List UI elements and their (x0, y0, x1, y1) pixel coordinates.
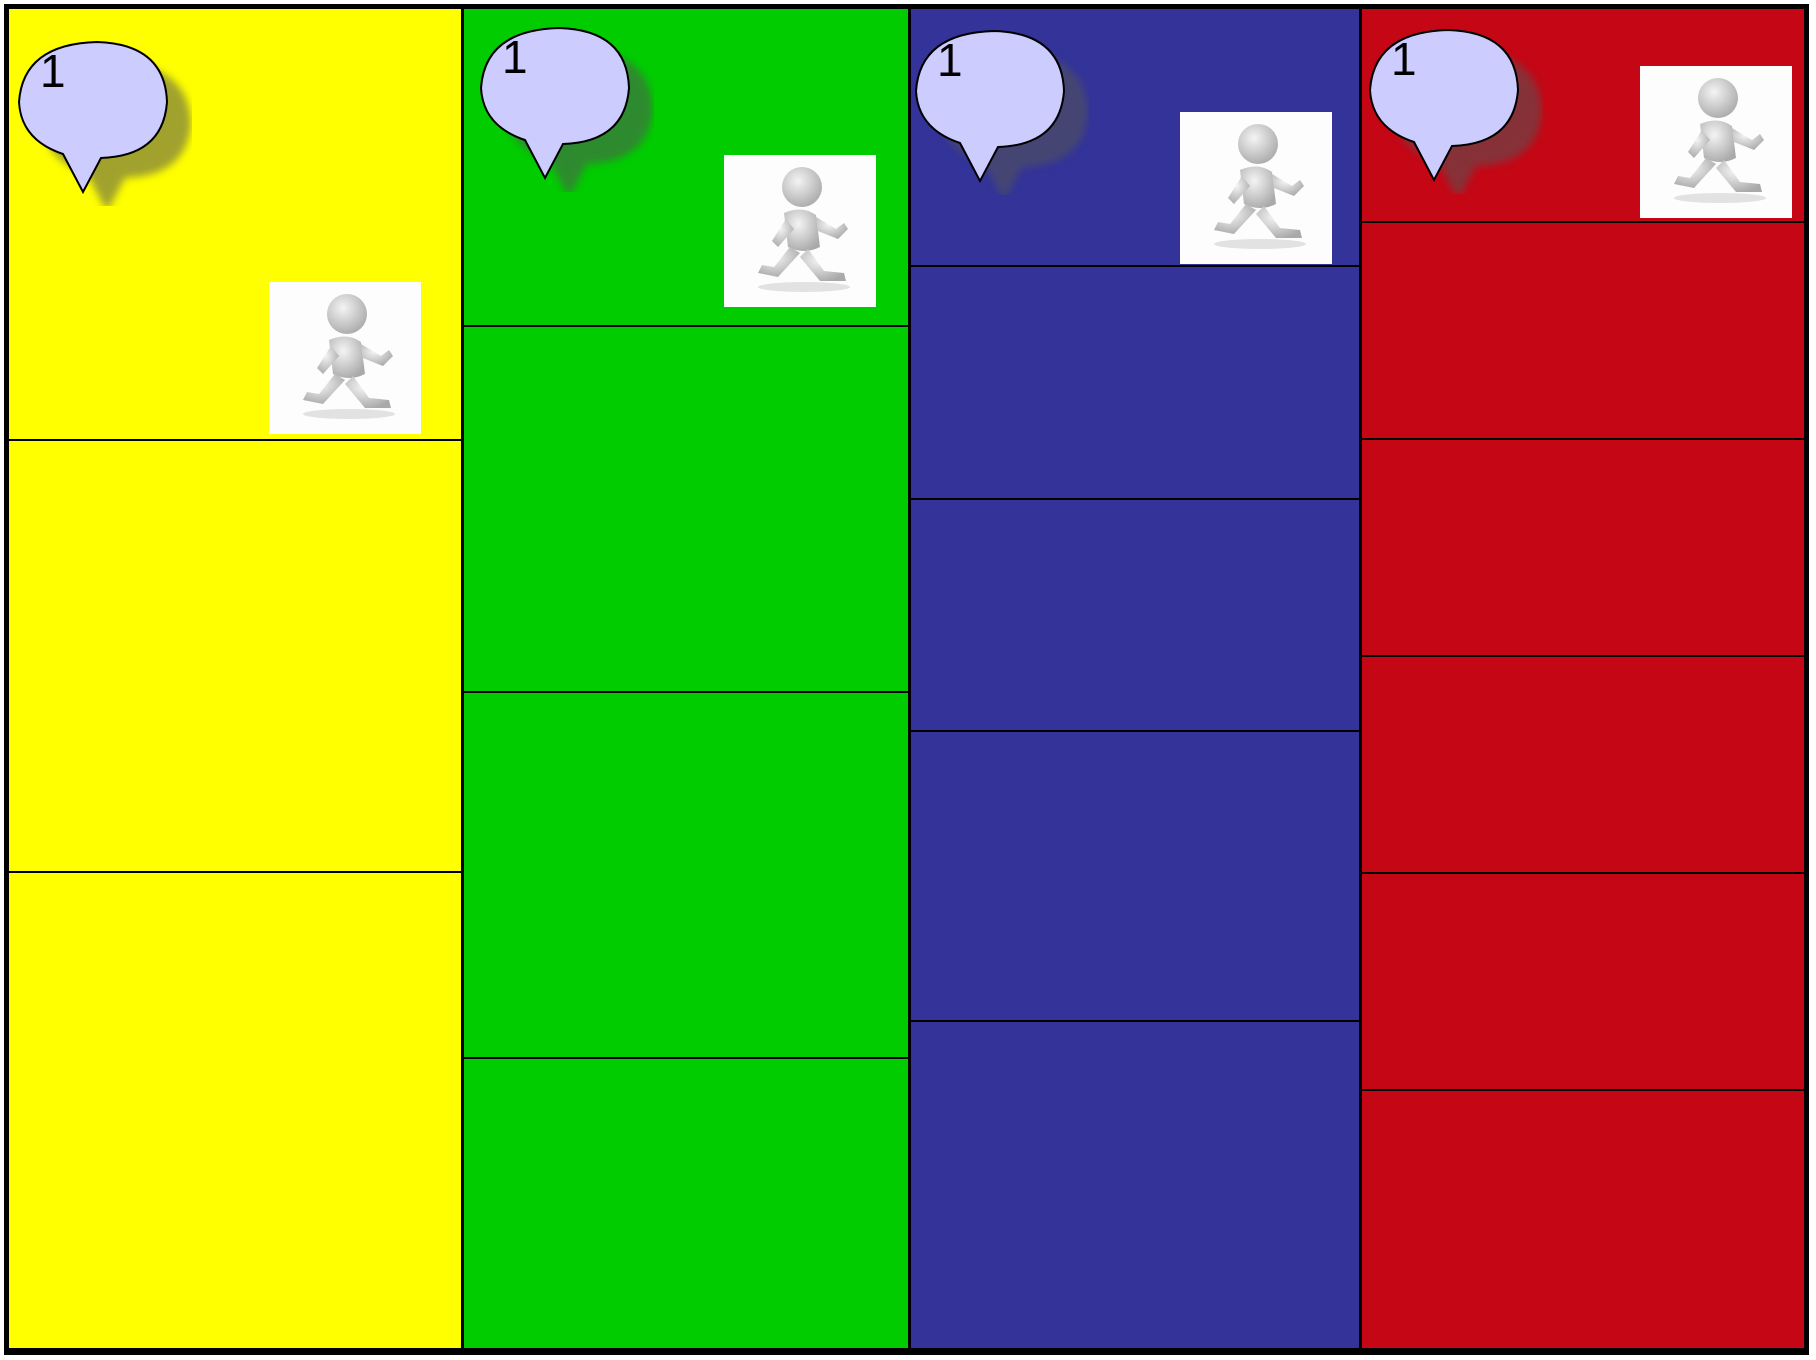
lane-red: 1 (1359, 9, 1804, 1350)
board-space[interactable] (1362, 657, 1804, 874)
lane-green: 1 (461, 9, 908, 1350)
board-space[interactable] (464, 327, 908, 693)
board-space[interactable] (9, 441, 461, 873)
bubble-number: 1 (1391, 36, 1417, 82)
speech-bubble-icon: 1 (1368, 24, 1543, 194)
speech-bubble-icon: 1 (479, 22, 654, 192)
bubble-number: 1 (502, 34, 528, 80)
board-space[interactable] (911, 500, 1359, 732)
runner-icon[interactable] (1180, 112, 1332, 264)
runner-icon[interactable] (724, 155, 876, 307)
board-space[interactable] (911, 1022, 1359, 1350)
board-space[interactable] (911, 732, 1359, 1022)
lane-yellow: 1 (9, 9, 461, 1350)
bubble-number: 1 (40, 48, 66, 94)
board-space[interactable] (1362, 223, 1804, 440)
runner-icon[interactable] (269, 282, 421, 434)
runner-icon[interactable] (1640, 66, 1792, 218)
board-space[interactable] (464, 693, 908, 1059)
board-space[interactable] (9, 873, 461, 1350)
speech-bubble-icon: 1 (914, 25, 1089, 195)
game-board: 1 1 1 1 (4, 4, 1809, 1355)
board-space[interactable] (1362, 874, 1804, 1091)
lane-blue: 1 (908, 9, 1359, 1350)
speech-bubble-icon: 1 (17, 36, 192, 206)
board-space[interactable] (1362, 440, 1804, 657)
bubble-number: 1 (937, 37, 963, 83)
board-space[interactable] (464, 1059, 908, 1350)
board-space[interactable] (911, 267, 1359, 500)
board-space[interactable] (1362, 1091, 1804, 1350)
